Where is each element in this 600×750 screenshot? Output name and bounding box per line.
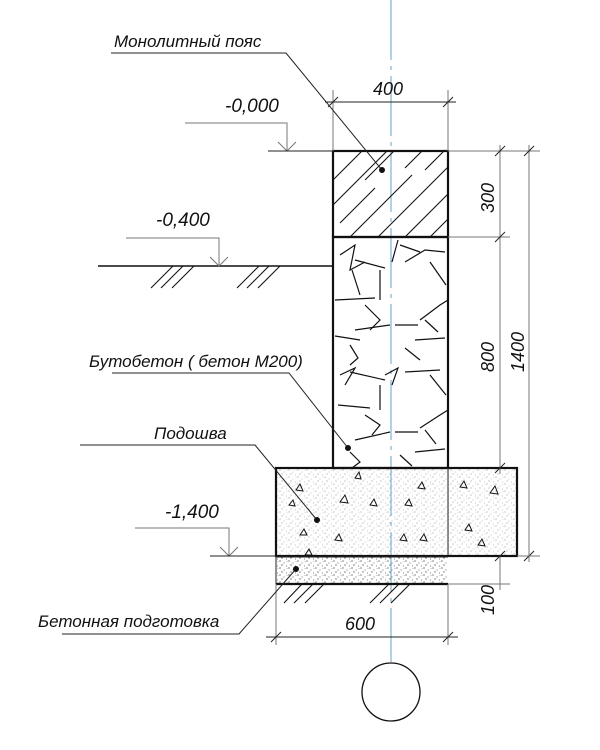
elevation-sole-label: -1,400 <box>165 502 219 523</box>
concrete-preparation-layer <box>275 556 448 586</box>
dimension-total-height: 1400 <box>508 145 540 562</box>
dimension-300-label: 300 <box>478 183 498 213</box>
sole-label: Подошва <box>154 424 227 443</box>
rubble-concrete-label: Бутобетон ( бетон М200) <box>89 352 303 371</box>
ground-line <box>98 265 333 289</box>
dimension-100-label: 100 <box>478 585 498 615</box>
dimension-400-label: 400 <box>373 79 403 99</box>
dimension-800-label: 800 <box>478 342 498 372</box>
label-monolithic-belt: Монолитный пояс <box>111 32 385 173</box>
label-rubble-concrete: Бутобетон ( бетон М200) <box>89 352 351 451</box>
dimension-pillar-width: 400 <box>325 79 456 151</box>
axis-marker <box>361 662 421 722</box>
dimension-sole-width: 600 <box>266 584 458 645</box>
label-sole: Подошва <box>80 424 320 523</box>
dimension-prep-height: 100 <box>448 550 510 615</box>
dimension-600-label: 600 <box>345 614 375 634</box>
elevation-top-label: -0,000 <box>225 96 279 117</box>
elevation-ground-label: -0,400 <box>156 210 210 231</box>
elevation-mark-top: -0,000 <box>185 96 333 152</box>
concrete-prep-label: Бетонная подготовка <box>38 612 219 631</box>
elevation-mark-ground: -0,400 <box>126 210 229 267</box>
monolithic-belt-label: Монолитный пояс <box>114 32 262 51</box>
dimension-vertical-chain: 300 800 <box>448 145 540 474</box>
label-concrete-prep: Бетонная подготовка <box>38 566 299 635</box>
elevation-mark-sole: -1,400 <box>135 502 276 557</box>
soil-hatch-bottom <box>283 583 411 604</box>
foundation-sole <box>274 466 519 558</box>
dimension-1400-label: 1400 <box>508 332 528 372</box>
